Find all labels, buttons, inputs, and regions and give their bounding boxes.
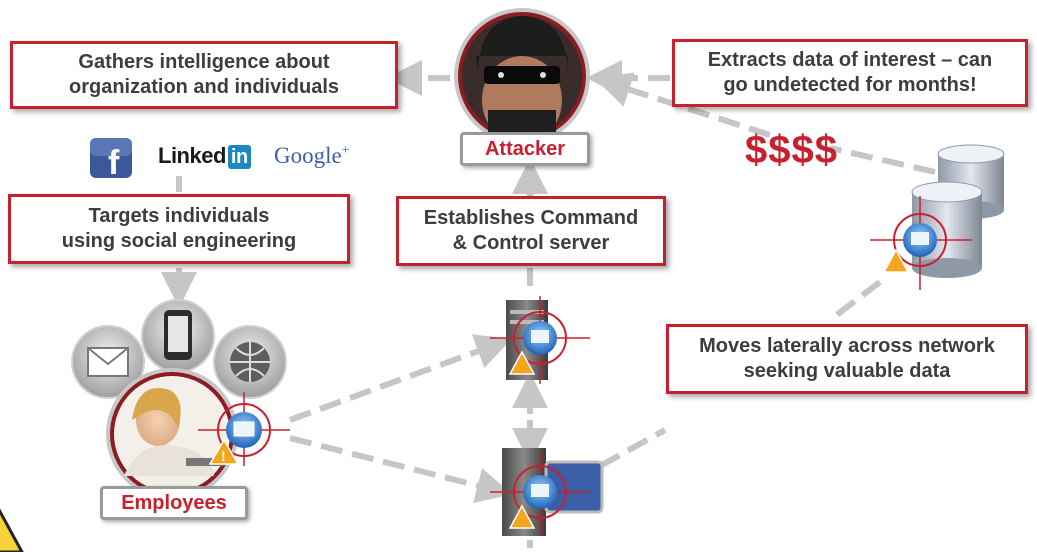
attacker-label: Attacker	[460, 132, 590, 166]
command-control-box: Establishes Command & Control server	[396, 196, 666, 266]
phone-icon	[141, 299, 215, 373]
server-icon	[490, 448, 604, 536]
employees-label: Employees	[100, 486, 248, 520]
svg-text:!: !	[221, 448, 226, 464]
email-icon	[71, 325, 145, 399]
google-text: Google	[274, 143, 342, 168]
google-plus-logo: Google+	[274, 143, 350, 169]
gather-intel-box: Gathers intelligence about organization …	[10, 41, 398, 109]
extract-data-box: Extracts data of interest – can go undet…	[672, 39, 1028, 107]
linkedin-text: Linked	[158, 143, 226, 168]
svg-text:f: f	[108, 144, 120, 182]
connector-lines	[288, 60, 936, 504]
targets-individuals-box: Targets individuals using social enginee…	[8, 194, 350, 264]
warning-icon	[0, 508, 24, 552]
solid-arrows	[161, 158, 548, 548]
computer-icon	[198, 392, 290, 466]
google-plus-sign: +	[341, 143, 350, 158]
linkedin-in-badge: in	[227, 145, 251, 169]
database-icon	[870, 144, 1005, 290]
server-icon	[490, 296, 590, 384]
lateral-movement-box: Moves laterally across network seeking v…	[666, 324, 1028, 394]
employee-avatar	[106, 368, 238, 500]
globe-icon	[213, 325, 287, 399]
money-symbols: $$$$	[745, 128, 838, 172]
warning-icon: !	[208, 438, 240, 465]
facebook-icon: f	[90, 138, 132, 182]
attacker-avatar	[454, 8, 590, 144]
